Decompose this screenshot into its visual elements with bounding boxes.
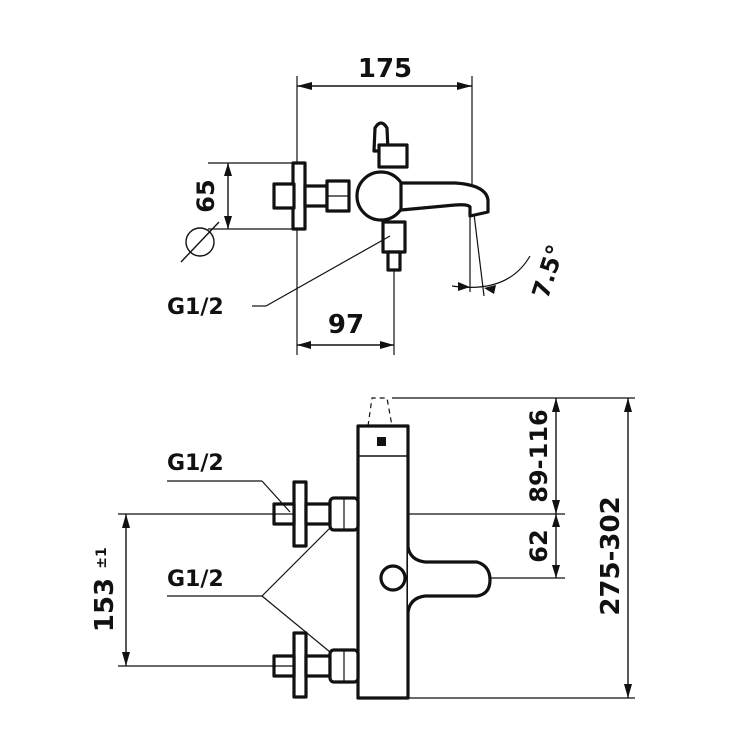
spout-front bbox=[406, 546, 492, 613]
inlet-stub bbox=[272, 182, 296, 210]
arrow bbox=[552, 398, 560, 412]
angle-arc bbox=[451, 255, 531, 288]
upper-rosette bbox=[292, 480, 308, 548]
arrow bbox=[224, 163, 232, 176]
leader-g12-upper bbox=[261, 480, 291, 513]
spout-axis-angled bbox=[473, 213, 485, 297]
dim-label-65: 65 bbox=[192, 179, 220, 212]
leader-g12-lower-b bbox=[261, 595, 331, 653]
mixer-body-front bbox=[356, 424, 410, 700]
leader-g12-top bbox=[265, 235, 391, 307]
diameter-slash bbox=[180, 221, 220, 263]
dim-label-89-116: 89-116 bbox=[525, 409, 553, 502]
arrow bbox=[552, 500, 560, 514]
diameter-symbol-icon bbox=[185, 227, 215, 257]
arrow bbox=[297, 341, 311, 349]
arrow bbox=[122, 514, 130, 528]
leader-g12-lower-a bbox=[261, 527, 331, 597]
label-g12-top: G1/2 bbox=[167, 295, 224, 320]
connector bbox=[303, 184, 329, 208]
dim-label-153: 153 bbox=[90, 578, 120, 632]
indicator-icon bbox=[377, 437, 386, 446]
arrow bbox=[122, 652, 130, 666]
spout-outlet bbox=[379, 564, 407, 592]
dim-label-175: 175 bbox=[358, 54, 412, 84]
arrow bbox=[552, 565, 560, 578]
label-g12-lower: G1/2 bbox=[167, 567, 224, 592]
arrow bbox=[457, 82, 472, 90]
lower-connector-front bbox=[304, 654, 332, 678]
dim-label-153-tolerance: ±1 bbox=[94, 547, 110, 568]
arrow bbox=[624, 398, 632, 412]
arrow bbox=[224, 216, 232, 229]
arrow bbox=[624, 684, 632, 698]
mixer-body bbox=[355, 170, 407, 222]
spout bbox=[399, 181, 490, 218]
lower-rosette bbox=[292, 631, 308, 699]
dim-label-62: 62 bbox=[525, 529, 553, 562]
diverter-knob bbox=[377, 143, 409, 169]
upper-connector bbox=[304, 502, 332, 526]
top-view: 175 65 G1/2 bbox=[167, 54, 570, 355]
arrow bbox=[484, 285, 496, 294]
arrow bbox=[458, 282, 470, 291]
dim-label-angle: 7.5° bbox=[527, 241, 570, 301]
lower-connector bbox=[381, 220, 407, 254]
dim-label-97: 97 bbox=[328, 310, 364, 340]
label-g12-upper: G1/2 bbox=[167, 451, 224, 476]
arrow bbox=[380, 341, 394, 349]
lower-stub bbox=[386, 250, 402, 272]
arrow bbox=[297, 82, 312, 90]
front-view: G1/2 G1/2 153 ±1 89-116 62 bbox=[90, 397, 635, 700]
dim-label-275-302: 275-302 bbox=[596, 496, 626, 615]
handle-dashed bbox=[367, 397, 393, 427]
arrow bbox=[552, 514, 560, 527]
